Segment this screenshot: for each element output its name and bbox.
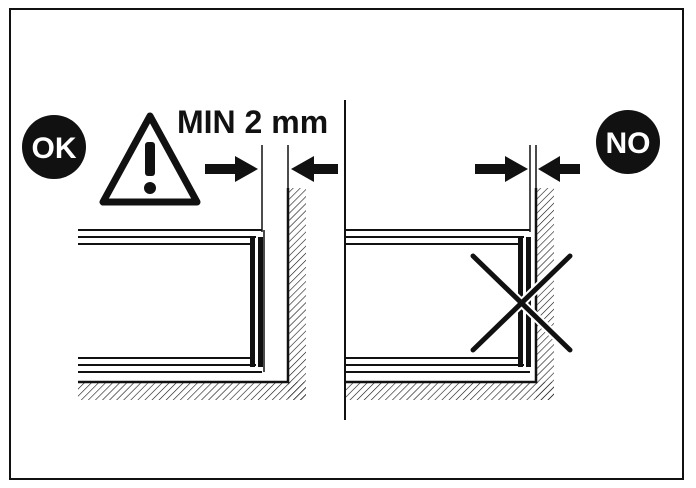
no-badge: NO: [596, 110, 660, 174]
ok-wall: [78, 188, 306, 400]
arrow-left-icon: [538, 156, 580, 182]
warning-triangle-icon: [99, 112, 201, 206]
ok-badge: OK: [22, 115, 86, 179]
arrow-right-icon: [205, 156, 258, 182]
min-gap-label: MIN 2 mm: [177, 104, 328, 140]
no-badge-label: NO: [606, 127, 651, 160]
arrow-right-icon: [475, 156, 528, 182]
cross-icon: [468, 251, 575, 355]
no-wall: [345, 188, 554, 400]
ok-panel: [78, 229, 265, 373]
ok-badge-label: OK: [32, 132, 77, 165]
diagram-frame: [9, 8, 684, 480]
arrow-left-icon: [291, 156, 338, 182]
no-panel: [345, 229, 531, 373]
